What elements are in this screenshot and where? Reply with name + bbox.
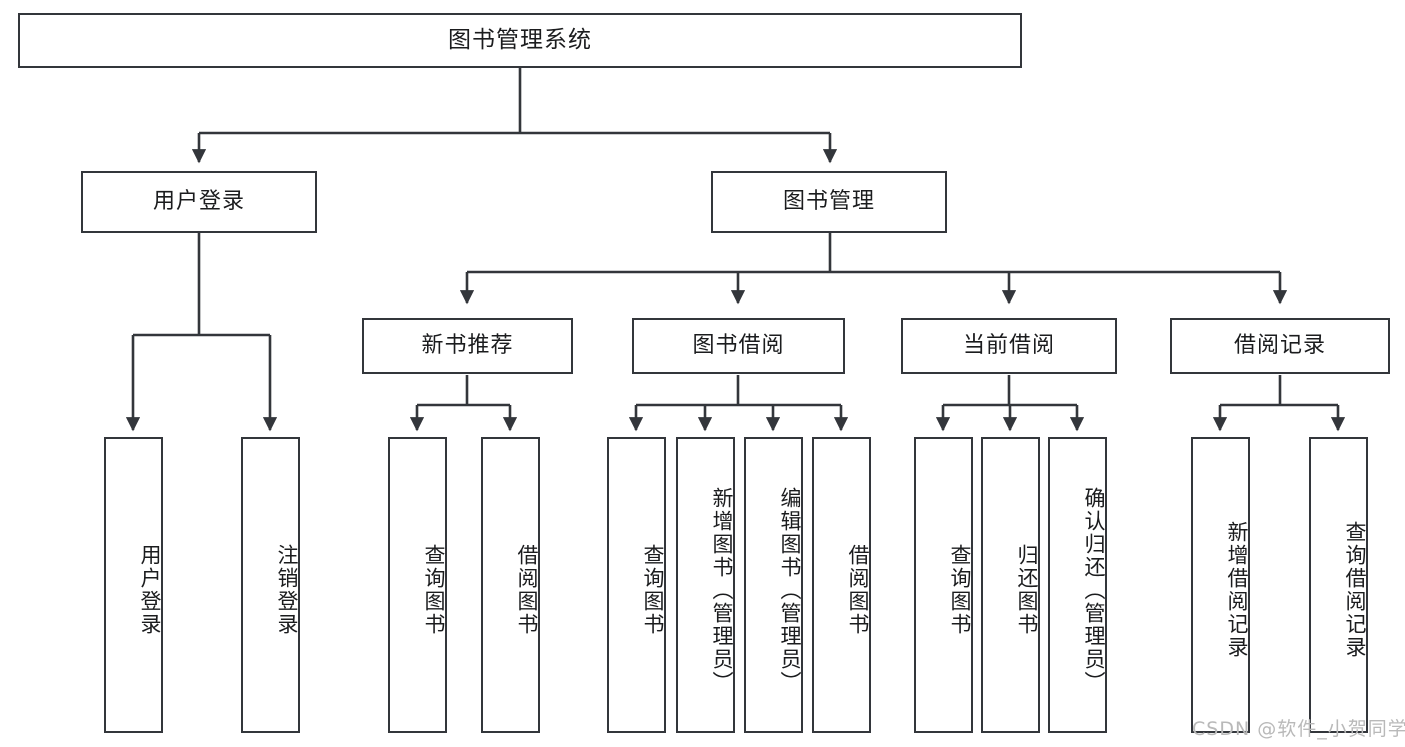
watermark-text: CSDN @软件_小贺同学 — [1192, 718, 1405, 740]
node-label: 借阅图书 — [515, 544, 539, 636]
leaf-user-login-logout[interactable]: 注销登录 — [241, 437, 300, 733]
leaf-book-borrow-query[interactable]: 查询图书 — [607, 437, 666, 733]
node-label: 查询借阅记录 — [1343, 521, 1367, 659]
leaf-borrow-record-query[interactable]: 查询借阅记录 — [1309, 437, 1368, 733]
node-label: 新增图书（管理员） — [710, 486, 734, 694]
node-book-borrow[interactable]: 图书借阅 — [632, 318, 845, 374]
node-label: 确认归还（管理员） — [1082, 486, 1106, 694]
node-label: 查询图书 — [641, 544, 665, 636]
node-label: 注销登录 — [275, 544, 299, 636]
leaf-user-login-login[interactable]: 用户登录 — [104, 437, 163, 733]
node-label: 编辑图书（管理员） — [778, 486, 802, 694]
node-label: 归还图书 — [1015, 544, 1039, 636]
node-borrow-record[interactable]: 借阅记录 — [1170, 318, 1390, 374]
node-user-login[interactable]: 用户登录 — [81, 171, 317, 233]
node-label: 查询图书 — [422, 544, 446, 636]
node-new-book-recommend[interactable]: 新书推荐 — [362, 318, 573, 374]
leaf-book-borrow-add[interactable]: 新增图书（管理员） — [676, 437, 735, 733]
node-book-management[interactable]: 图书管理 — [711, 171, 947, 233]
node-root-system[interactable]: 图书管理系统 — [18, 13, 1022, 68]
node-label: 当前借阅 — [962, 332, 1055, 358]
leaf-current-borrow-query[interactable]: 查询图书 — [914, 437, 973, 733]
node-label: 图书管理 — [782, 188, 875, 214]
node-label: 查询图书 — [948, 544, 972, 636]
leaf-new-book-query[interactable]: 查询图书 — [388, 437, 447, 733]
node-label: 新增借阅记录 — [1225, 521, 1249, 659]
node-label: 图书借阅 — [692, 332, 785, 358]
leaf-current-borrow-confirm[interactable]: 确认归还（管理员） — [1048, 437, 1107, 733]
node-label: 图书管理系统 — [448, 26, 592, 53]
leaf-borrow-record-add[interactable]: 新增借阅记录 — [1191, 437, 1250, 733]
leaf-current-borrow-return[interactable]: 归还图书 — [981, 437, 1040, 733]
node-label: 用户登录 — [152, 188, 245, 214]
node-label: 借阅记录 — [1233, 332, 1326, 358]
leaf-new-book-borrow[interactable]: 借阅图书 — [481, 437, 540, 733]
leaf-book-borrow-edit[interactable]: 编辑图书（管理员） — [744, 437, 803, 733]
node-label: 新书推荐 — [421, 332, 514, 358]
node-current-borrow[interactable]: 当前借阅 — [901, 318, 1117, 374]
leaf-book-borrow-borrow[interactable]: 借阅图书 — [812, 437, 871, 733]
node-label: 用户登录 — [138, 544, 162, 636]
node-label: 借阅图书 — [846, 544, 870, 636]
